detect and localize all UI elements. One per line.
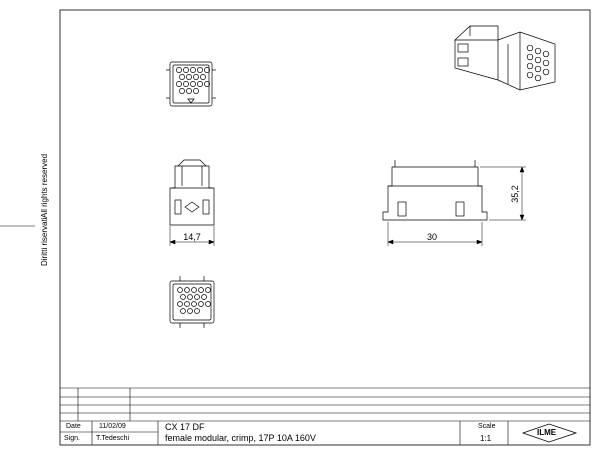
ilme-logo-text: ILME [537,428,557,437]
scale-label: Scale [478,423,496,430]
contact-holes-iso [526,44,550,82]
ilme-logo [521,423,578,443]
side-view-dimensions [387,166,526,246]
product-code: CX 17 DF [165,422,205,432]
drawing-frame [59,9,591,446]
sign-value: T.Tedeschi [96,435,130,442]
contact-holes-top [176,67,210,94]
scale-value: 1:1 [480,434,492,443]
date-value: 11/02/09 [99,423,126,430]
dimension-width-side: 30 [427,232,437,242]
isometric-view [454,25,556,91]
side-view [382,160,488,221]
date-label: Date [66,423,81,430]
rights-reserved-en: All rights reserved [40,153,49,218]
title-block [60,387,590,445]
bottom-view [169,276,215,328]
top-view [166,61,216,107]
front-view [169,159,215,226]
dimension-width-front: 14,7 [183,232,201,242]
front-view-dimension [169,226,215,246]
contact-holes-bottom [177,287,211,314]
dimension-height-side: 35,2 [510,185,520,203]
sign-label: Sign. [64,435,80,442]
rights-reserved-it: Diritti riservati [40,217,49,266]
product-description: female modular, crimp, 17P 10A 160V [165,433,316,443]
